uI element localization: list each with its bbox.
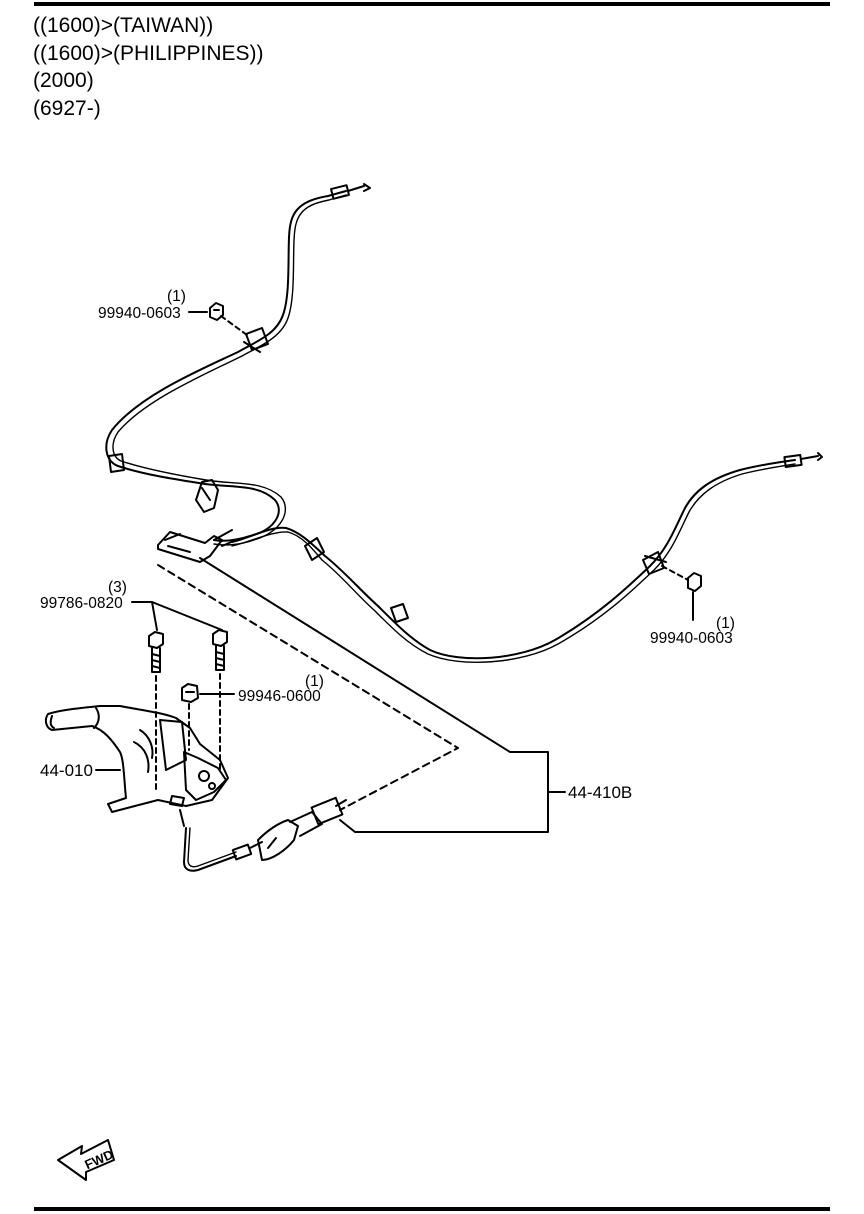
bolts-part-number: 99786-0820 [40,595,123,612]
cable-right-run [231,452,823,663]
nut-center-part-number: 99946-0600 [238,688,321,705]
cable-left-run [105,183,371,546]
leader-bolts-right [131,601,223,631]
assembly-line-right-nut [661,565,689,581]
header-line-2: ((1600)>(PHILIPPINES)) [33,41,264,65]
nut-right-part-number: 99940-0603 [650,630,733,647]
parking-brake-lever [44,705,229,827]
leader-bolts-left [151,601,158,631]
cable-clip-left [108,453,125,473]
bolts-qty: (3) [108,579,127,596]
nut-center-icon [181,683,199,703]
cable-part-number: 44-410B [568,783,632,802]
assembly-line-top-nut [220,315,248,336]
fwd-arrow-icon [57,1139,115,1181]
bolt-right-icon [212,629,228,671]
bolt-left-icon [148,631,164,673]
bottom-border [34,1207,830,1211]
front-cable [183,796,347,872]
nut-top-qty: (1) [167,288,186,305]
nut-center-qty: (1) [305,673,324,690]
cable-clip-lower [390,603,409,623]
equalizer-bracket [157,479,237,563]
header-line-3: (2000) [33,69,94,92]
header-line-1: ((1600)>(TAIWAN)) [33,14,214,37]
applicability-header: ((1600)>(TAIWAN)) ((1600)>(PHILIPPINES))… [33,12,264,122]
header-line-4: (6927-) [33,96,101,120]
cable-clip-top-left [243,327,269,353]
nut-right-qty: (1) [716,615,735,632]
cable-clip-mid [304,537,325,561]
top-border [34,2,830,6]
nut-right-icon [687,572,702,592]
nut-top-icon [209,302,224,321]
assembly-outline [157,564,459,811]
lever-part-number: 44-010 [40,761,93,780]
nut-top-part-number: 99940-0603 [98,305,181,322]
